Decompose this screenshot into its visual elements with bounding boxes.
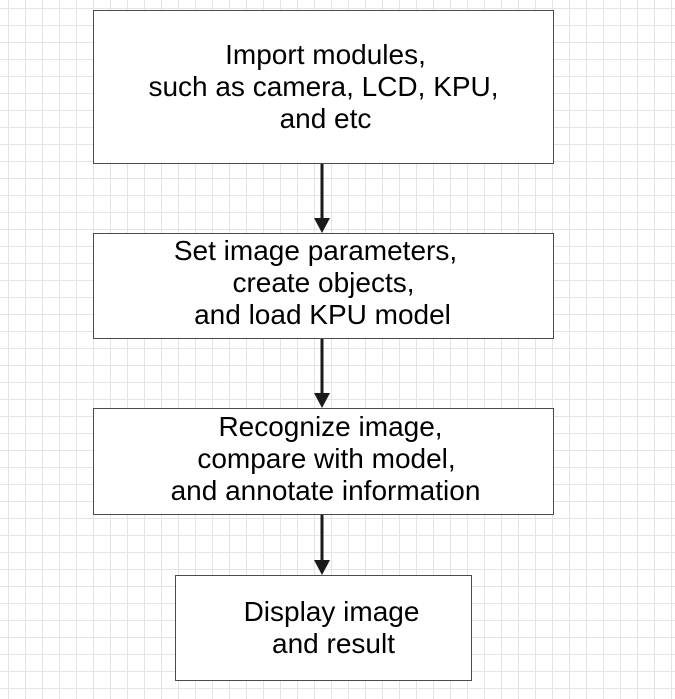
step-text-line: and result [272, 628, 395, 659]
step-text-line: and annotate information [170, 474, 481, 506]
arrow-step3-to-step4 [314, 515, 330, 575]
step-display-result: Display image and result [175, 575, 472, 681]
arrow-step2-to-step3 [314, 339, 330, 408]
step-import-modules: Import modules, such as camera, LCD, KPU… [93, 10, 554, 164]
step-set-parameters: Set image parameters, create objects, an… [93, 233, 554, 339]
step-text-line: such as camera, LCD, KPU, [148, 71, 499, 102]
step-text-line: Recognize image, [218, 410, 443, 442]
arrow-step1-to-step2 [314, 164, 330, 233]
step-text-line: Set image parameters, [173, 235, 458, 266]
step-text-line: create objects, [232, 267, 415, 298]
step-recognize-image: Recognize image, compare with model, and… [93, 408, 554, 515]
step-text-line: and etc [279, 103, 372, 134]
step-text-line: compare with model, [197, 442, 456, 474]
step-text-line: and load KPU model [194, 299, 451, 330]
step-text-line: Import modules, [225, 39, 426, 70]
step-text-line: Display image [243, 596, 420, 627]
